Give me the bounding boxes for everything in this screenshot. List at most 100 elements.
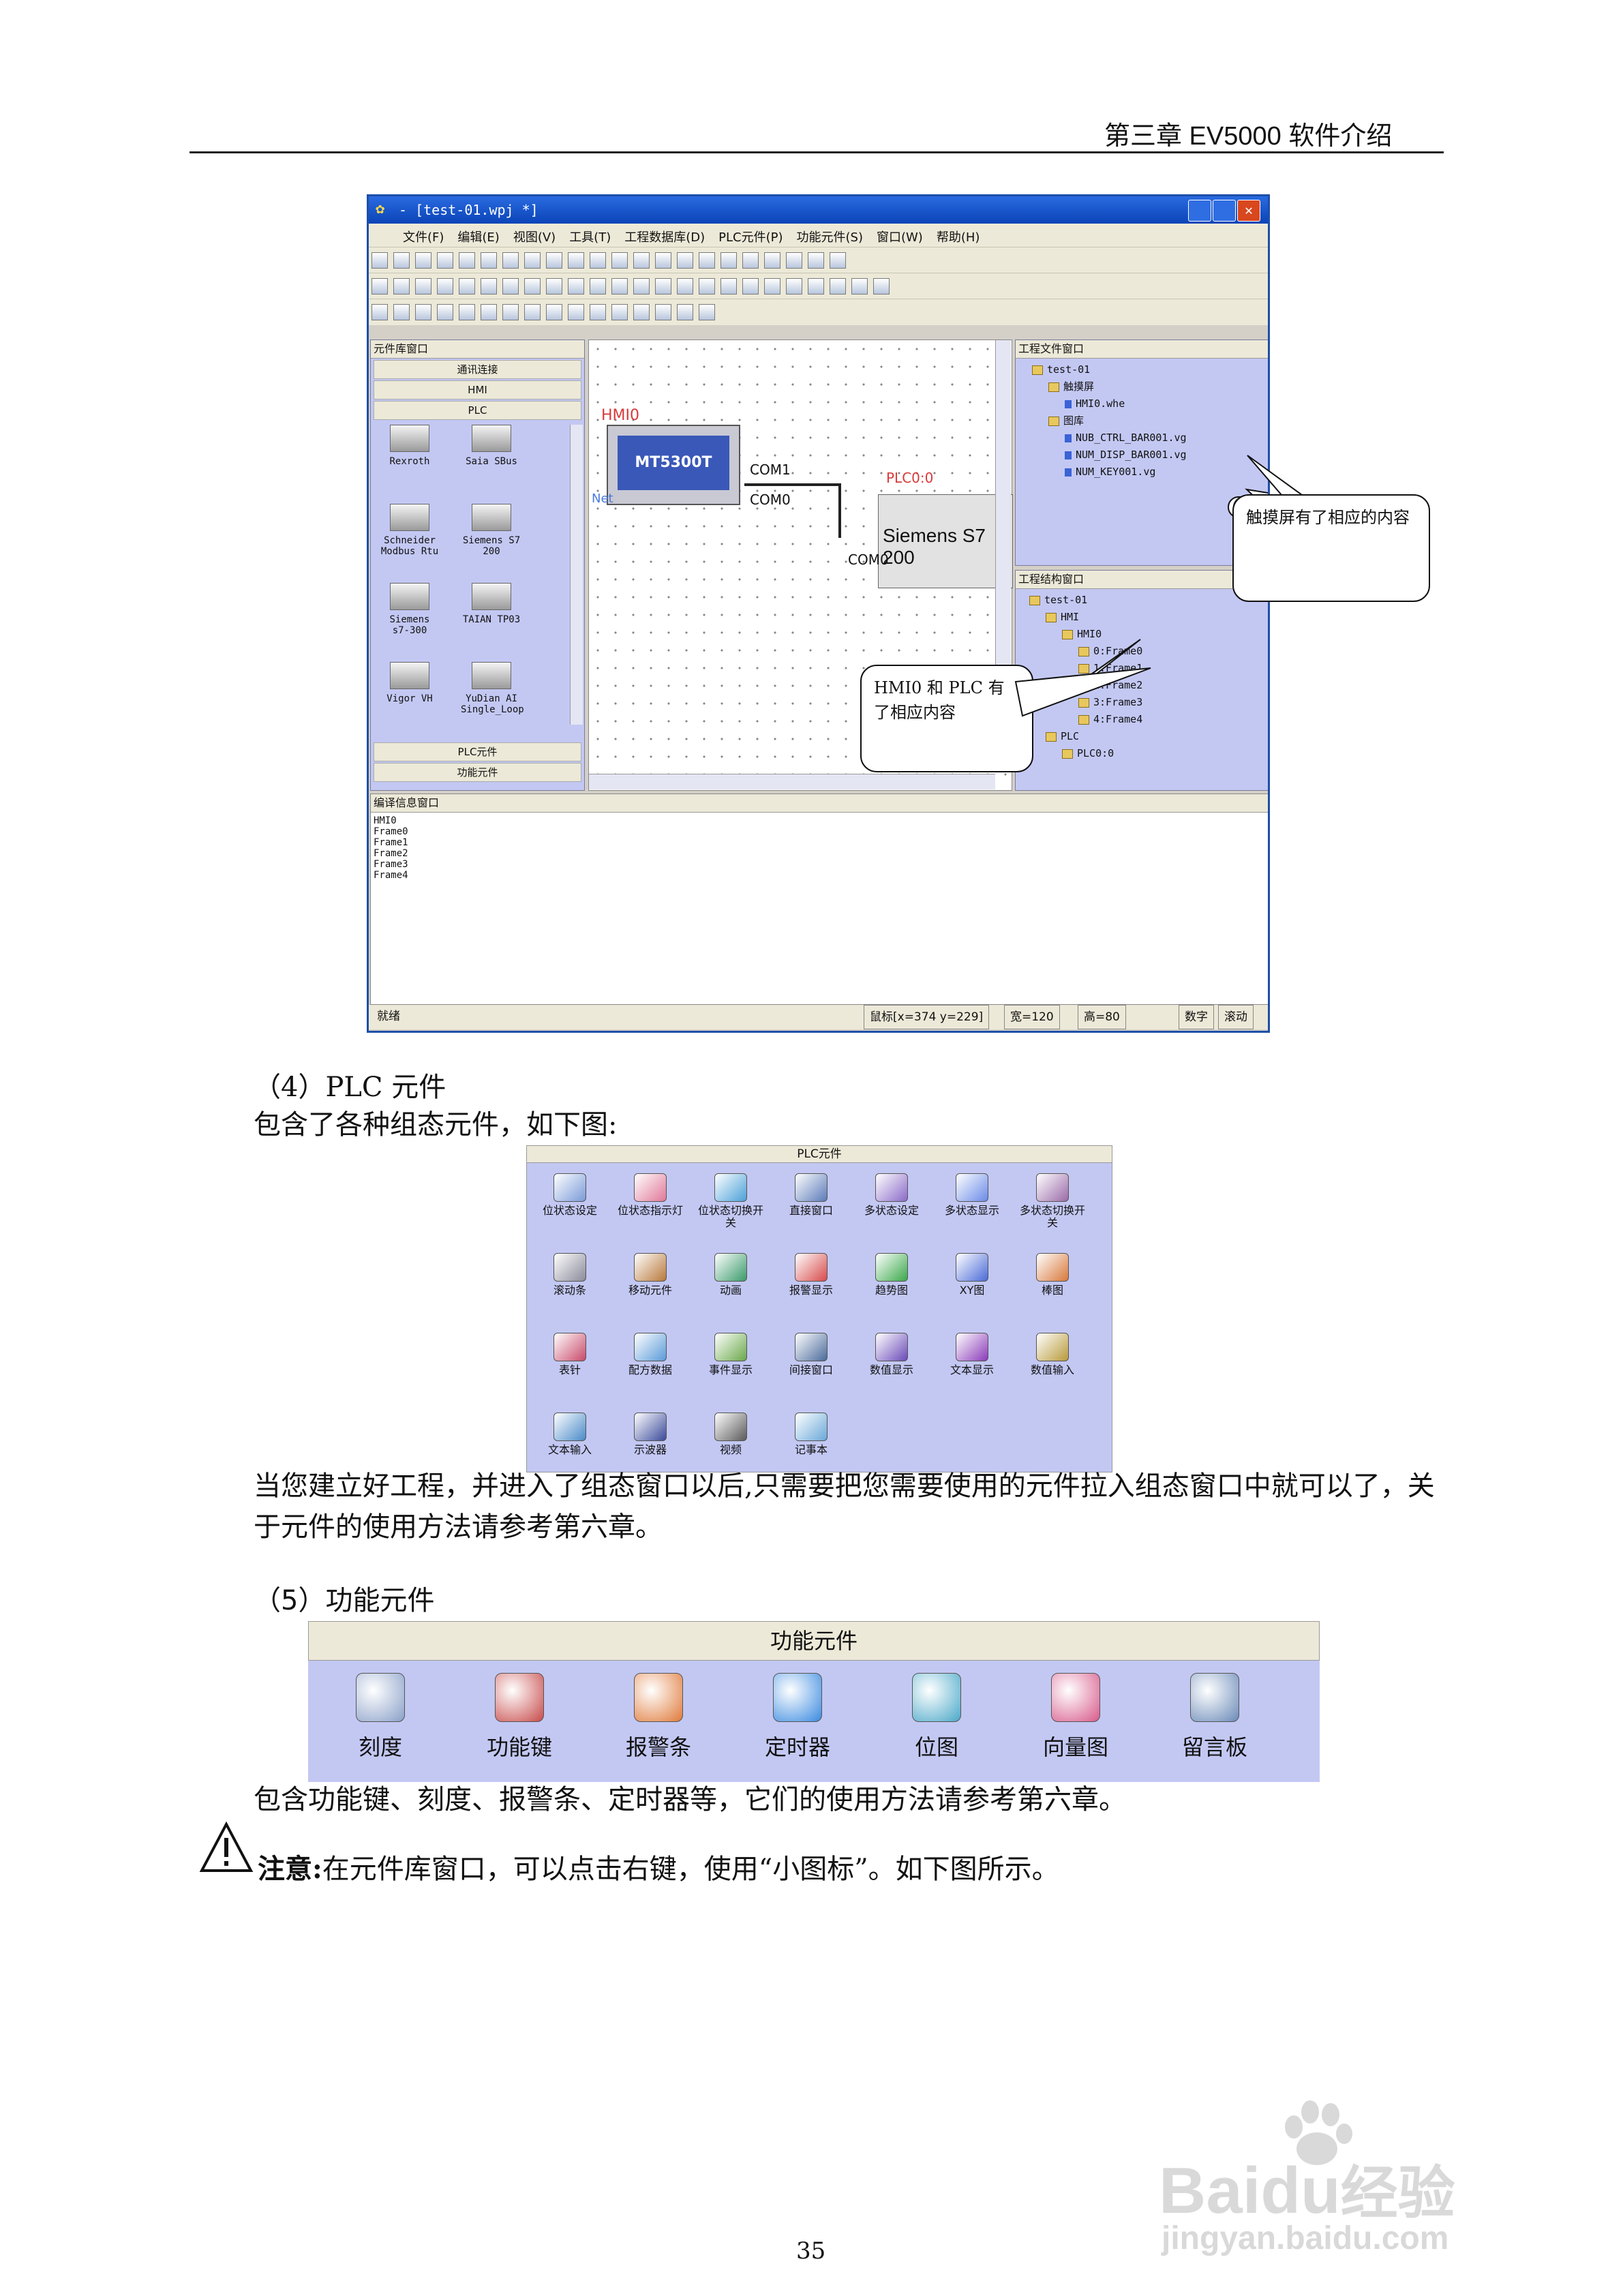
file-tree-node[interactable]: 图库	[1032, 412, 1268, 429]
toolbar-icon[interactable]	[808, 278, 824, 294]
toolbar-icon[interactable]	[546, 304, 562, 320]
file-tree-node[interactable]: NUM_DISP_BAR001.vg	[1032, 447, 1268, 464]
function-component-item[interactable]: 报警条	[611, 1673, 706, 1762]
plc-component-item[interactable]: 多状态设定	[854, 1173, 929, 1217]
plc-component-item[interactable]: 数值显示	[854, 1333, 929, 1376]
toolbar-icon[interactable]	[502, 278, 519, 294]
function-component-item[interactable]: 留言板	[1167, 1673, 1262, 1762]
toolbar-icon[interactable]	[699, 252, 715, 269]
toolbar-icon[interactable]	[524, 278, 541, 294]
plc-device-item[interactable]: YuDian AI Single_Loop	[461, 662, 524, 715]
plc-component-item[interactable]: 直接窗口	[774, 1173, 849, 1217]
plc-component-item[interactable]: XY图	[935, 1253, 1010, 1297]
plc-component-item[interactable]: 示波器	[613, 1413, 688, 1456]
toolbar-icon[interactable]	[655, 252, 671, 269]
toolbar-icon[interactable]	[393, 304, 410, 320]
toolbar-icon[interactable]	[851, 278, 868, 294]
toolbar-icon[interactable]	[524, 304, 541, 320]
toolbar-icon[interactable]	[655, 278, 671, 294]
canvas-vscroll[interactable]	[995, 340, 1011, 763]
toolbar-icon[interactable]	[830, 252, 846, 269]
toolbar-icon[interactable]	[415, 304, 431, 320]
library-category-button[interactable]: PLC元件	[374, 742, 581, 761]
toolbar-icon[interactable]	[830, 278, 846, 294]
plc-device-item[interactable]: Schneider Modbus Rtu	[379, 504, 440, 557]
toolbar-icon[interactable]	[371, 252, 388, 269]
plc-device[interactable]: Siemens S7 200	[878, 494, 1013, 588]
toolbar-icon[interactable]	[437, 304, 453, 320]
toolbar-icon[interactable]	[655, 304, 671, 320]
plc-device-item[interactable]: Saia SBus	[461, 425, 522, 467]
toolbar-icon[interactable]	[764, 278, 780, 294]
file-tree-node[interactable]: NUB_CTRL_BAR001.vg	[1032, 429, 1268, 447]
toolbar-icon[interactable]	[568, 252, 584, 269]
toolbar-icon[interactable]	[546, 278, 562, 294]
toolbar-icon[interactable]	[481, 278, 497, 294]
plc-component-item[interactable]: 文本输入	[532, 1413, 607, 1456]
toolbar-icon[interactable]	[677, 304, 693, 320]
function-component-item[interactable]: 功能键	[472, 1673, 567, 1762]
toolbar-icon[interactable]	[677, 278, 693, 294]
toolbar-icon[interactable]	[764, 252, 780, 269]
plc-device-item[interactable]: Rexroth	[379, 425, 440, 467]
toolbar-icon[interactable]	[459, 304, 475, 320]
toolbar-icon[interactable]	[568, 278, 584, 294]
toolbar-icon[interactable]	[808, 252, 824, 269]
structure-tree-node[interactable]: HMI	[1029, 609, 1268, 626]
menu-item[interactable]: 窗口(W)	[876, 230, 923, 245]
menu-item[interactable]: 功能元件(S)	[796, 230, 863, 245]
plc-device-item[interactable]: Vigor VH	[379, 662, 440, 704]
toolbar-icon[interactable]	[677, 252, 693, 269]
menu-item[interactable]: PLC元件(P)	[718, 230, 783, 245]
plc-component-item[interactable]: 间接窗口	[774, 1333, 849, 1376]
toolbar-icon[interactable]	[699, 278, 715, 294]
file-tree-node[interactable]: test-01	[1032, 361, 1268, 378]
plc-component-item[interactable]: 移动元件	[613, 1253, 688, 1297]
structure-tree-node[interactable]: HMI0	[1029, 626, 1268, 643]
plc-component-item[interactable]: 配方数据	[613, 1333, 688, 1376]
toolbar-icon[interactable]	[481, 304, 497, 320]
toolbar-icon[interactable]	[633, 278, 650, 294]
toolbar-icon[interactable]	[590, 278, 606, 294]
toolbar-icon[interactable]	[611, 252, 628, 269]
file-tree-node[interactable]: HMI0.whe	[1032, 395, 1268, 412]
menu-item[interactable]: 文件(F)	[403, 230, 444, 245]
toolbar-icon[interactable]	[699, 304, 715, 320]
menu-item[interactable]: 帮助(H)	[936, 230, 980, 245]
toolbar-icon[interactable]	[742, 252, 759, 269]
plc-component-item[interactable]: 滚动条	[532, 1253, 607, 1297]
menu-item[interactable]: 工具(T)	[569, 230, 611, 245]
toolbar-icon[interactable]	[568, 304, 584, 320]
structure-tree-node[interactable]: 3:Frame3	[1029, 694, 1268, 711]
plc-component-item[interactable]: 报警显示	[774, 1253, 849, 1297]
function-component-item[interactable]: 位图	[889, 1673, 984, 1762]
plc-component-item[interactable]: 位状态设定	[532, 1173, 607, 1217]
toolbar-icon[interactable]	[742, 278, 759, 294]
plc-component-item[interactable]: 文本显示	[935, 1333, 1010, 1376]
menu-item[interactable]: 视图(V)	[513, 230, 556, 245]
hmi-device[interactable]: MT5300T	[607, 425, 740, 505]
plc-component-item[interactable]: 事件显示	[693, 1333, 768, 1376]
plc-component-item[interactable]: 动画	[693, 1253, 768, 1297]
toolbar-icon[interactable]	[633, 304, 650, 320]
toolbar-icon[interactable]	[371, 278, 388, 294]
plc-component-item[interactable]: 数值输入	[1015, 1333, 1090, 1376]
toolbar-icon[interactable]	[502, 252, 519, 269]
plc-component-item[interactable]: 位状态切换开关	[693, 1173, 768, 1229]
structure-tree-node[interactable]: test-01	[1029, 592, 1268, 609]
toolbar-icon[interactable]	[786, 278, 802, 294]
structure-tree-node[interactable]: 4:Frame4	[1029, 711, 1268, 728]
plc-component-item[interactable]: 趋势图	[854, 1253, 929, 1297]
plc-component-item[interactable]: 表针	[532, 1333, 607, 1376]
file-tree-node[interactable]: 触摸屏	[1032, 378, 1268, 395]
toolbar-icon[interactable]	[459, 278, 475, 294]
library-category-button[interactable]: HMI	[374, 380, 581, 399]
structure-tree-node[interactable]: PLC0:0	[1029, 745, 1268, 762]
function-component-item[interactable]: 定时器	[750, 1673, 845, 1762]
toolbar-icon[interactable]	[415, 278, 431, 294]
maximize-button[interactable]	[1213, 200, 1236, 222]
plc-device-item[interactable]: TAIAN TP03	[461, 583, 522, 625]
toolbar-icon[interactable]	[415, 252, 431, 269]
plc-component-item[interactable]: 记事本	[774, 1413, 849, 1456]
library-scrollbar[interactable]	[570, 425, 583, 725]
